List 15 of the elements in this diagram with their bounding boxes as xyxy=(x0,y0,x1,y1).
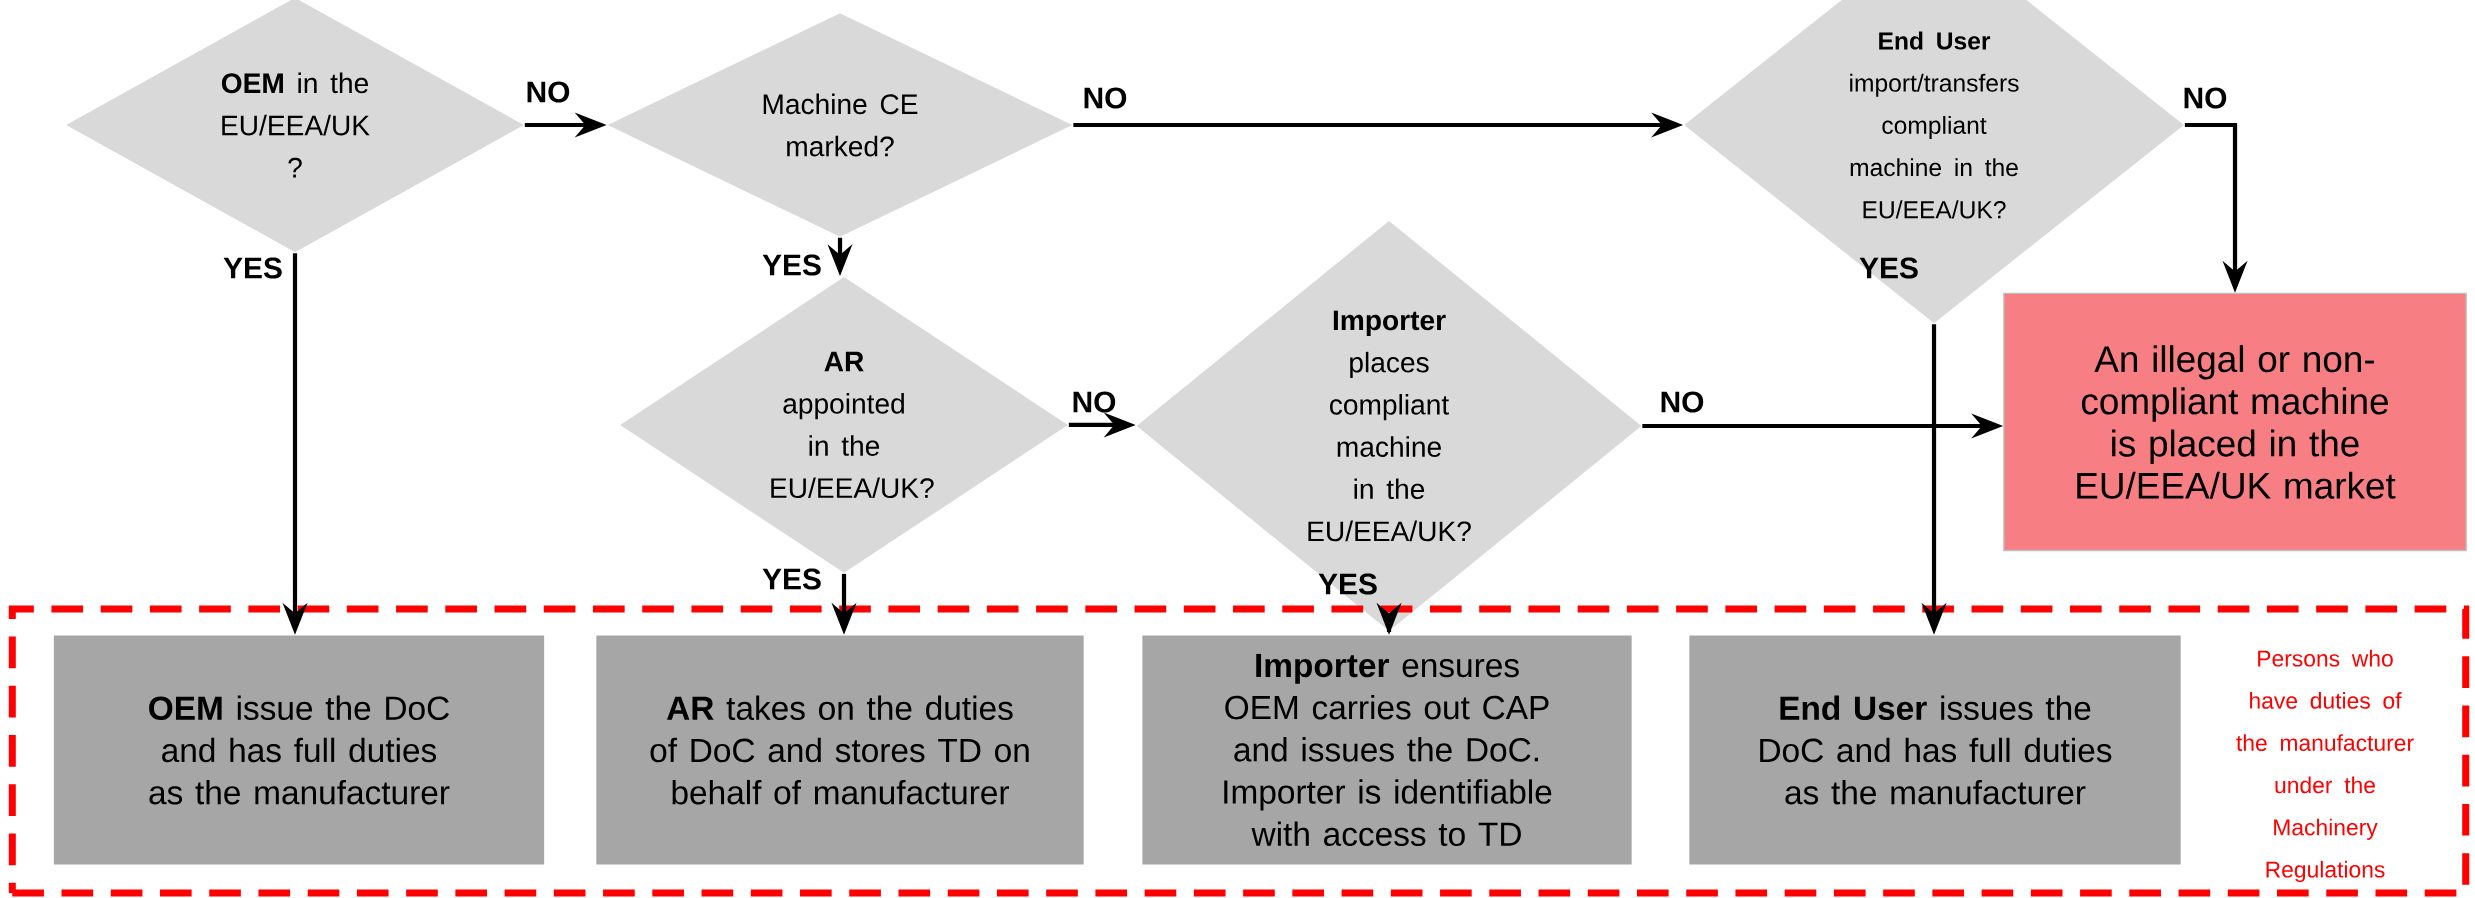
group-caption: Persons who have duties of the manufacturer under the Machinery Regulations xyxy=(2236,649,2414,883)
edge-label: YES xyxy=(223,257,282,279)
edge-label: NO xyxy=(527,81,570,103)
process-box: Importer ensures OEM carries out CAP and issues the DoC. Importer is identifiable with access to TD xyxy=(1142,635,1632,865)
process-box: AR takes on the duties of DoC and stores TD on behalf of manufacturer xyxy=(596,635,1084,865)
edge-label: YES xyxy=(762,254,821,276)
edge-label: NO xyxy=(1084,87,1127,109)
edge-label: NO xyxy=(1661,391,1704,413)
edge-label: YES xyxy=(1859,257,1918,279)
edge-label: NO xyxy=(2184,87,2227,109)
outcome-box: An illegal or non-compliant machine is placed in the EU/EEA/UK market xyxy=(2003,292,2467,552)
edge-label: YES xyxy=(1318,573,1377,595)
edge-label: NO xyxy=(1073,391,1116,413)
process-box: End User issues the DoC and has full duties as the manufacturer xyxy=(1689,635,2181,865)
process-box: OEM issue the DoC and has full duties as the manufacturer xyxy=(53,635,545,865)
